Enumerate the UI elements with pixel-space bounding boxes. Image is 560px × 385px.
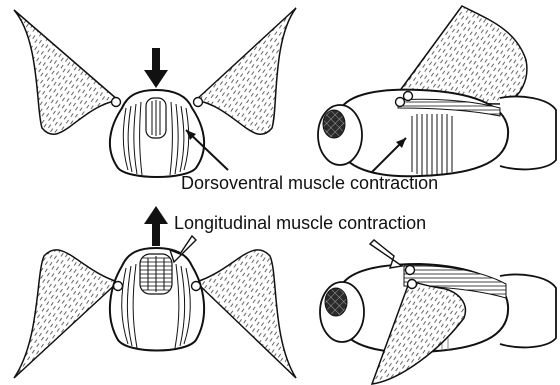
right-hinge-2 [192,282,201,291]
left-hinge-2 [114,282,123,291]
right-wing-down [196,250,296,378]
longitudinal-muscle-relaxed [146,98,166,138]
left-hinge [112,98,121,107]
right-hinge [194,98,203,107]
right-wing [196,8,296,134]
longitudinal-muscle-contracted [140,254,172,294]
up-arrow-icon [144,206,168,246]
panel-front-downstroke [14,8,296,177]
panel-side-downstroke [318,6,556,176]
dorsoventral-label: Dorsoventral muscle contraction [181,173,438,194]
left-wing-down [14,250,118,378]
side-hinge-2 [404,92,413,101]
panel-side-upstroke [320,240,556,384]
side-hinge-1 [396,98,405,107]
left-wing [14,10,118,134]
longitudinal-label: Longitudinal muscle contraction [174,213,426,234]
pointer-outline-long-side [370,240,402,268]
down-arrow-icon [144,48,168,88]
side-hinge-3 [406,266,415,275]
side-hinge-4 [408,280,417,289]
